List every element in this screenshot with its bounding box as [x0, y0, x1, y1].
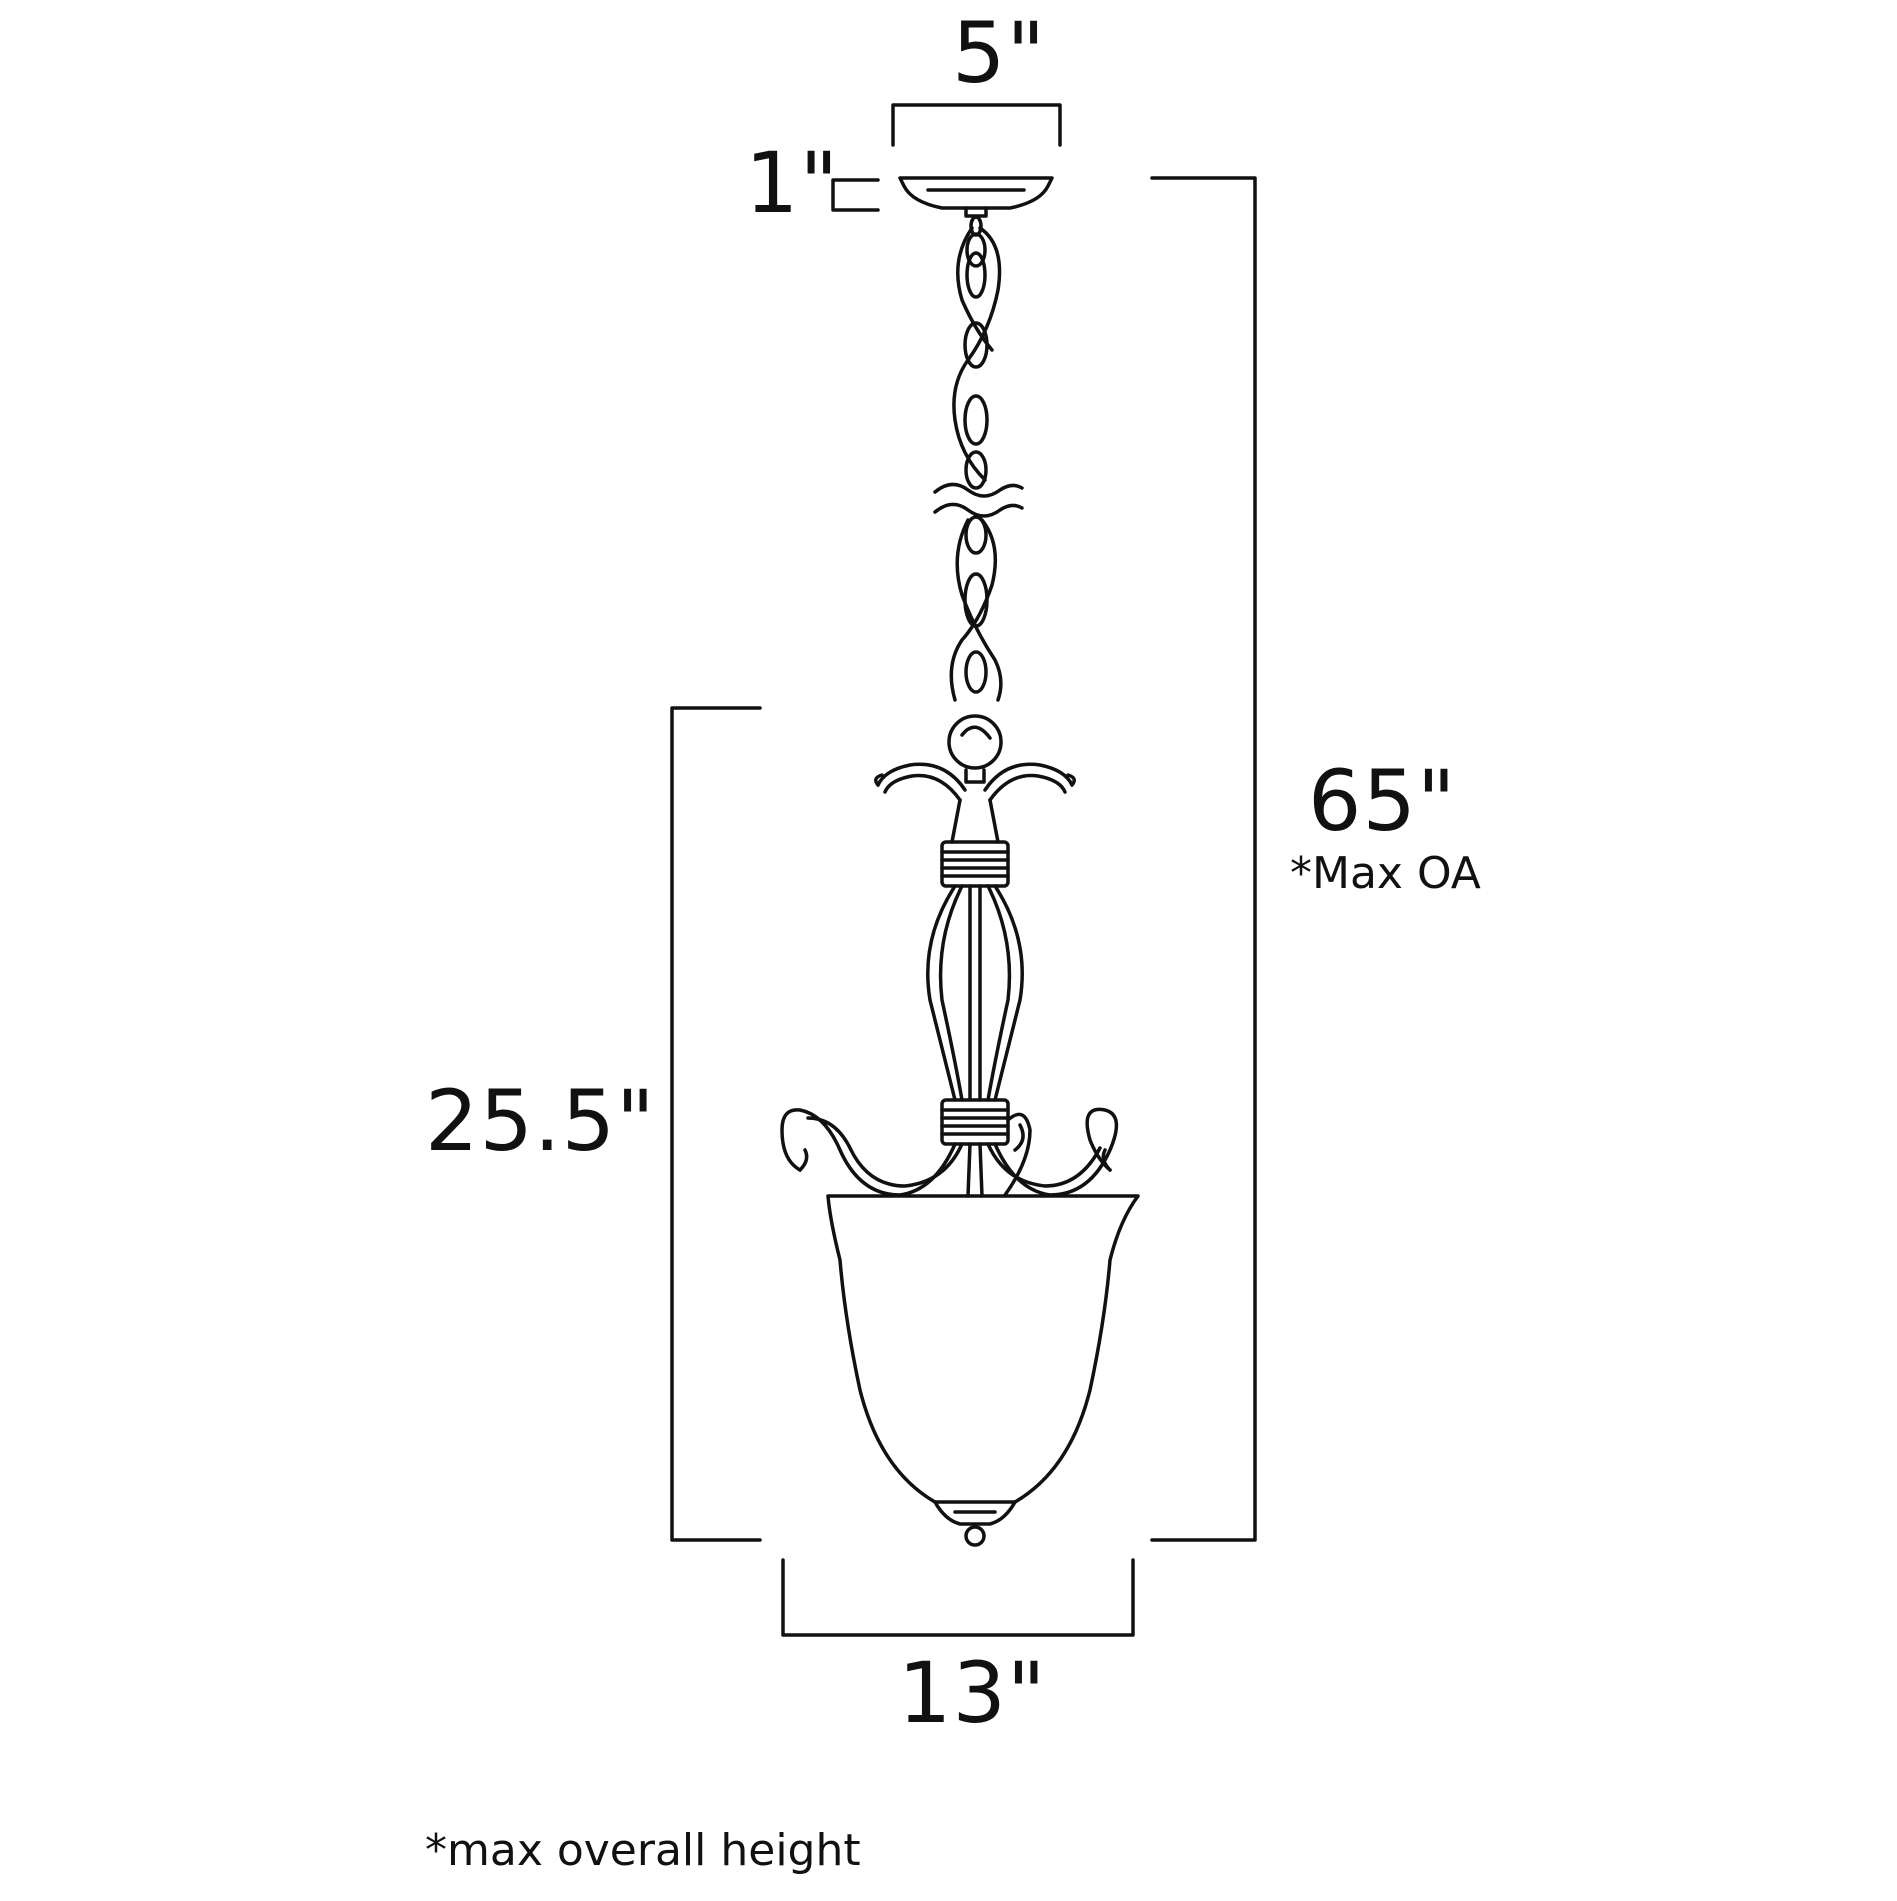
glass-shade — [826, 1194, 1140, 1504]
bottom-finial — [933, 1500, 1017, 1547]
body-cage — [926, 884, 1024, 1102]
canopy-height-bracket — [831, 178, 880, 212]
fixture-width-bracket — [781, 1558, 1135, 1637]
upper-scroll-arms — [874, 762, 1076, 802]
canopy — [898, 176, 1054, 218]
footnote-text: *max overall height — [425, 1825, 861, 1876]
overall-height-bracket — [1150, 176, 1257, 1542]
fixture-height-label: 25.5" — [425, 1072, 656, 1170]
overall-height-note: *Max OA — [1290, 848, 1481, 899]
lower-scroll-arms — [780, 1107, 1119, 1198]
canopy-width-bracket — [891, 103, 1062, 147]
chain-break-symbol — [933, 482, 1024, 518]
chain — [949, 215, 1003, 702]
fixture-height-bracket — [670, 706, 762, 1542]
canopy-width-label: 5" — [952, 4, 1046, 102]
overall-height-label: 65" — [1308, 752, 1457, 850]
hanging-loop — [947, 714, 1003, 784]
lower-band — [940, 1098, 1010, 1146]
canopy-height-label: 1" — [745, 134, 839, 232]
upper-band — [940, 840, 1010, 888]
fixture-width-label: 13" — [898, 1644, 1047, 1742]
